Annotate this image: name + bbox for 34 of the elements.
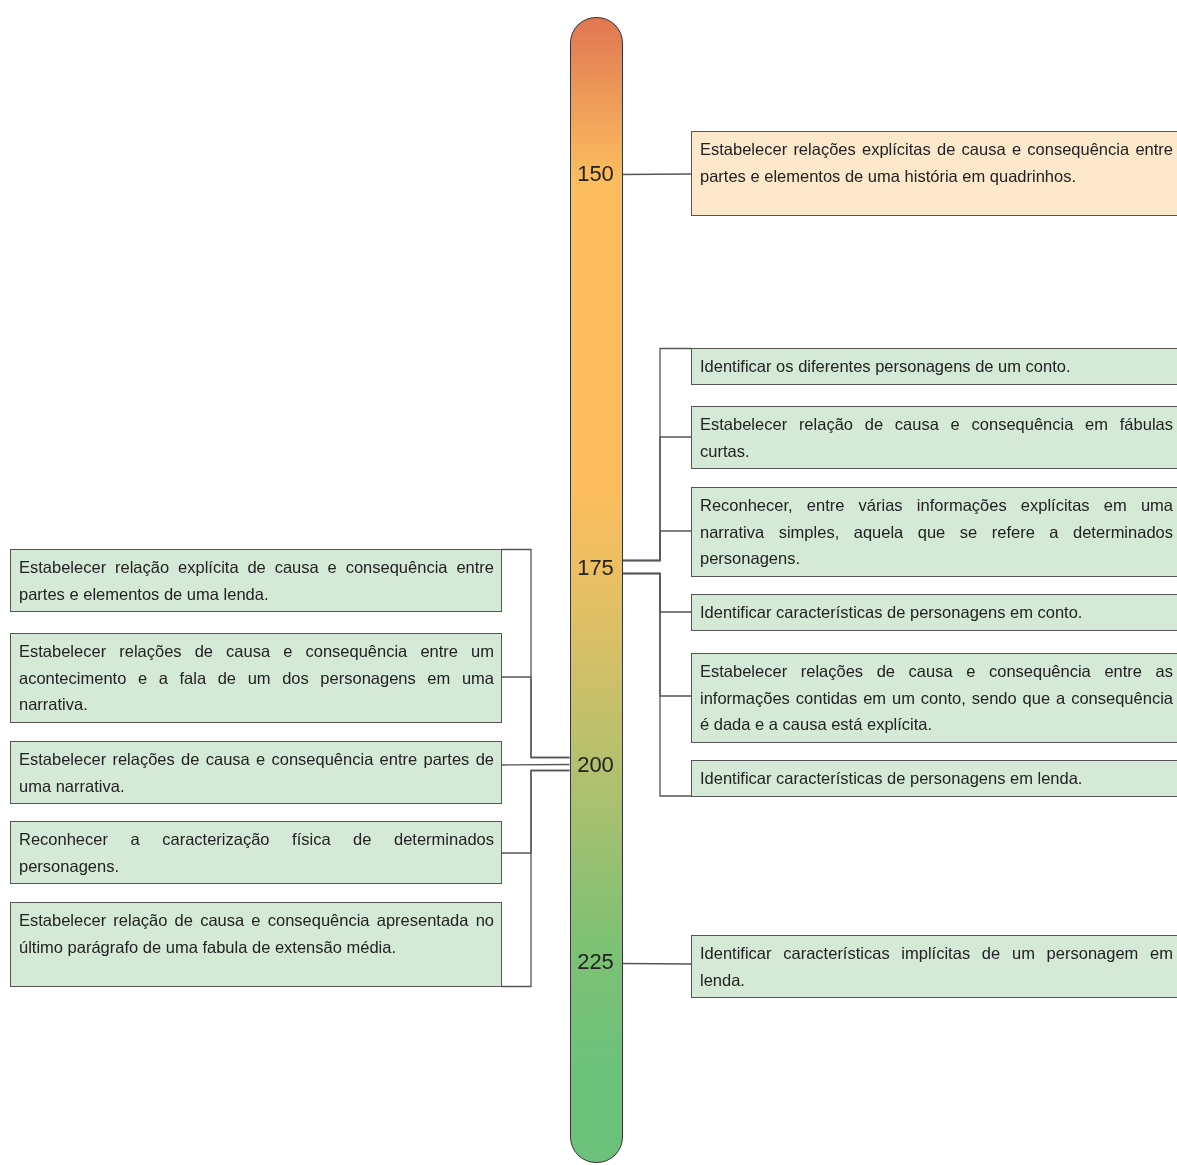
skill-text: Identificar os diferentes personagens de um conto. — [700, 356, 1072, 377]
scale-bar — [570, 17, 623, 1163]
skill-box — [691, 760, 1177, 797]
skill-text: Reconhecer, entre várias informações explícitas em uma narrativa simples, aquela que se refere a determinados personagens. — [700, 495, 1173, 569]
skill-box — [691, 653, 1177, 743]
connector-line — [501, 769, 571, 988]
skill-box — [691, 406, 1177, 469]
skill-text: Identificar características implícitas de um personagem em lenda. — [700, 943, 1173, 991]
skill-box — [691, 935, 1177, 998]
scale-value: 200 — [569, 748, 622, 781]
skill-text: Estabelecer relações de causa e consequência entre partes de uma narrativa. — [19, 749, 494, 797]
skill-text: Estabelecer relações explícitas de causa e consequência entre partes e elementos de uma história em quadrinhos. — [700, 139, 1173, 187]
connector-line — [501, 676, 571, 759]
scale-value: 225 — [569, 945, 622, 978]
scale-value: 175 — [569, 551, 622, 584]
skill-box — [10, 902, 502, 987]
skill-text: Estabelecer relação de causa e consequência em fábulas curtas. — [700, 414, 1173, 462]
skill-text: Identificar características de personagens em conto. — [700, 602, 1084, 623]
skill-box — [10, 741, 502, 804]
skill-box — [10, 549, 502, 612]
skill-text: Estabelecer relações de causa e consequência entre um acontecimento e a fala de um dos personagens em uma narrativa. — [19, 641, 494, 715]
skill-box — [691, 594, 1177, 631]
skill-box — [691, 348, 1177, 385]
skill-text: Estabelecer relações de causa e consequência entre as informações contidas em um conto, sendo que a consequência é dada e a causa está explícita. — [700, 661, 1173, 735]
skill-box — [10, 633, 502, 723]
skill-box — [691, 131, 1177, 216]
skill-text: Identificar características de personagens em lenda. — [700, 768, 1084, 789]
skill-box — [10, 821, 502, 884]
connector-line — [501, 763, 571, 766]
skill-text: Reconhecer a caracterização física de determinados personagens. — [19, 829, 494, 877]
skill-box — [691, 487, 1177, 577]
skill-text: Estabelecer relação explícita de causa e consequência entre partes e elementos de uma lenda. — [19, 557, 494, 605]
skill-text: Estabelecer relação de causa e consequência apresentada no último parágrafo de uma fabula de extensão média. — [19, 910, 494, 958]
scale-value: 150 — [569, 157, 622, 190]
